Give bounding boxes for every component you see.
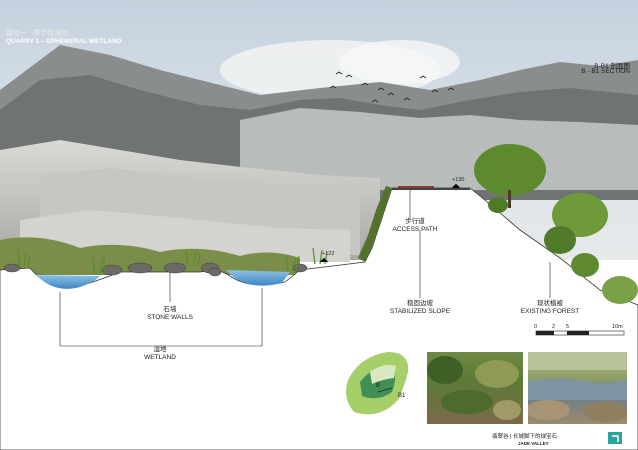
brand-logo xyxy=(608,432,622,444)
scale-tick-2: 2 xyxy=(552,324,556,330)
keymap-label-b1: B1 xyxy=(398,393,406,399)
title-en: QUARRY 1 – EPHEMERAL WETLAND xyxy=(6,38,122,45)
label-stabilized-slope: 稳固边坡 STABILIZED SLOPE xyxy=(380,300,460,316)
section-title-cn: B-B1 剖面图 xyxy=(594,63,630,70)
label-stone-walls: 石墙 STONE WALLS xyxy=(130,306,210,322)
key-map xyxy=(346,352,409,415)
photo-planting xyxy=(427,352,523,424)
label-wetland-cn: 湿地 xyxy=(153,346,167,353)
wetland-pool-right xyxy=(226,270,290,286)
label-existing-forest-en: EXISTING FOREST xyxy=(520,308,580,315)
footer-title-en: JADE VALLEY xyxy=(518,441,549,446)
stone-walls xyxy=(3,262,308,277)
photo-wetland xyxy=(528,352,627,424)
keymap-label-b: B xyxy=(376,383,381,389)
wetland-pool-left xyxy=(36,275,100,289)
birds xyxy=(329,71,455,103)
elevation-left: +122 xyxy=(322,251,335,257)
elevation-top: +130 xyxy=(452,177,465,183)
label-stabilized-slope-cn: 稳固边坡 xyxy=(407,300,433,307)
scale-tick-0: 0 xyxy=(534,324,538,330)
label-access-path: 步行道 ACCESS PATH xyxy=(388,218,442,234)
label-access-path-en: ACCESS PATH xyxy=(392,226,438,233)
wetland-reeds xyxy=(17,247,328,275)
label-wetland-en: WETLAND xyxy=(144,354,176,361)
bracket-wetland xyxy=(59,288,263,347)
label-stone-walls-en: STONE WALLS xyxy=(147,314,193,321)
scale-bar xyxy=(535,330,625,336)
access-path-deck xyxy=(398,186,434,189)
slope-vegetation xyxy=(358,186,392,262)
label-stabilized-slope-en: STABILIZED SLOPE xyxy=(389,308,451,315)
section-title-en: B - B1 SECTION xyxy=(581,68,630,75)
title-cn: 露地一 · 季节性湿地 xyxy=(6,30,69,37)
label-wetland: 湿地 WETLAND xyxy=(120,346,200,362)
label-stone-walls-cn: 石墙 xyxy=(163,306,177,313)
label-access-path-cn: 步行道 xyxy=(405,218,425,225)
scale-tick-10: 10m xyxy=(612,324,623,330)
elevation-markers xyxy=(319,183,461,263)
label-existing-forest-cn: 现状植被 xyxy=(537,300,563,307)
label-existing-forest: 现状植被 EXISTING FOREST xyxy=(510,300,590,316)
scale-tick-5: 5 xyxy=(566,324,570,330)
footer-title-cn: 翡翠谷 | 长城脚下的绿宝石 xyxy=(492,434,557,440)
existing-forest xyxy=(474,144,638,304)
